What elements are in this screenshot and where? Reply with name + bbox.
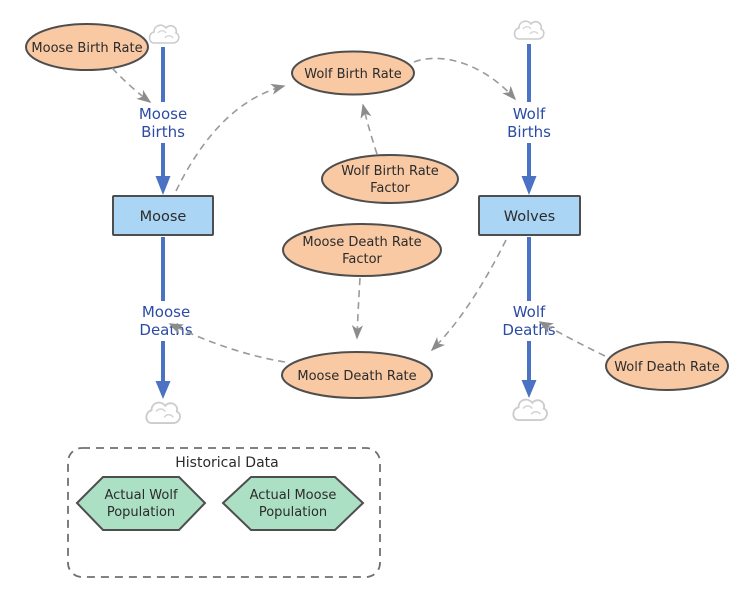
connector-moose-death-rate-to-moose-deaths[interactable] (168, 323, 286, 363)
connector-wolf-death-rate-to-wolf-deaths[interactable] (538, 321, 606, 357)
variable-label: Moose Birth Rate (31, 41, 142, 56)
variable-label-line2: Factor (342, 252, 382, 267)
data-label-line2: Population (107, 505, 175, 520)
data-label-line1: Actual Wolf (104, 488, 178, 503)
variable-label: Moose Death Rate (297, 369, 416, 384)
flow-label-wolf-deaths: Wolf Deaths (502, 303, 555, 339)
flow-label-line1: Wolf (513, 105, 546, 123)
variable-label: Wolf Birth Rate (304, 67, 402, 82)
group-title: Historical Data (175, 455, 278, 471)
group-frame[interactable] (67, 447, 381, 578)
flow-label-moose-births: Moose Births (139, 105, 187, 141)
flow-arrowhead-icon (155, 381, 171, 399)
connector-moose-death-rate-factor-to-moose-death-rate[interactable] (351, 277, 364, 340)
flow-arrowhead-icon (521, 380, 537, 398)
variable-label-line1: Moose Death Rate (302, 235, 421, 250)
flow-label-line1: Wolf (513, 303, 546, 321)
cloud-icon[interactable] (513, 20, 545, 40)
flow-wolf-deaths[interactable] (521, 237, 537, 398)
data-label-line1: Actual Moose (250, 488, 337, 503)
variable-label-line2: Factor (370, 181, 410, 196)
connector-wolves-to-moose-death-rate[interactable] (430, 239, 507, 352)
variable-wolf-death-rate[interactable]: Wolf Death Rate (605, 341, 729, 391)
flow-label-line2: Births (141, 123, 185, 141)
flow-label-line1: Moose (142, 303, 190, 321)
stock-label: Moose (140, 209, 187, 225)
variable-label-line1: Wolf Birth Rate (341, 164, 439, 179)
flow-label-line2: Deaths (139, 321, 192, 339)
cloud-icon[interactable] (145, 401, 181, 424)
variable-ellipse[interactable] (25, 23, 149, 71)
variable-ellipse[interactable] (321, 154, 459, 204)
connector-wolf-birth-rate-factor-to-wolf-birth-rate[interactable] (360, 103, 378, 155)
flow-moose-births[interactable] (155, 47, 171, 195)
variable-wolf-birth-rate-factor[interactable]: Wolf Birth Rate Factor (321, 154, 459, 204)
flow-arrowhead-icon (521, 176, 537, 195)
data-label-line2: Population (259, 505, 327, 520)
variable-ellipse[interactable] (605, 341, 729, 391)
flow-moose-deaths[interactable] (155, 237, 171, 399)
stock-wolves[interactable]: Wolves (478, 195, 581, 236)
variable-moose-death-rate[interactable]: Moose Death Rate (281, 351, 433, 399)
variable-ellipse[interactable] (281, 351, 433, 399)
historical-data-group[interactable]: Historical Data Actual Wolf Population A… (67, 447, 381, 578)
flow-label-line1: Moose (139, 105, 187, 123)
flow-wolf-births[interactable] (521, 44, 537, 195)
data-variable-actual-moose-population[interactable]: Actual Moose Population (221, 476, 365, 531)
stock-moose[interactable]: Moose (112, 195, 214, 236)
variable-label: Wolf Death Rate (614, 360, 720, 375)
variable-moose-birth-rate[interactable]: Moose Birth Rate (25, 23, 149, 71)
data-hexagon[interactable] (75, 476, 207, 531)
flow-arrowhead-icon (155, 176, 171, 195)
data-variable-actual-wolf-population[interactable]: Actual Wolf Population (75, 476, 207, 531)
flow-label-line2: Deaths (502, 321, 555, 339)
connector-moose-birth-rate-to-moose-births[interactable] (111, 67, 152, 103)
variable-ellipse[interactable] (291, 50, 415, 96)
stock-rect[interactable] (112, 195, 214, 236)
flow-label-wolf-births: Wolf Births (507, 105, 551, 141)
connector-moose-to-wolf-birth-rate[interactable] (175, 83, 286, 192)
variable-wolf-birth-rate[interactable]: Wolf Birth Rate (291, 50, 415, 96)
flow-label-moose-deaths: Moose Deaths (139, 303, 192, 339)
data-hexagon[interactable] (221, 476, 365, 531)
flow-label-line2: Births (507, 123, 551, 141)
variable-moose-death-rate-factor[interactable]: Moose Death Rate Factor (282, 223, 442, 277)
connector-wolf-birth-rate-to-wolf-births[interactable] (413, 57, 517, 101)
stock-label: Wolves (504, 209, 555, 225)
cloud-icon[interactable] (512, 398, 548, 421)
stock-rect[interactable] (478, 195, 581, 236)
cloud-icon[interactable] (148, 24, 180, 44)
variable-ellipse[interactable] (282, 223, 442, 277)
